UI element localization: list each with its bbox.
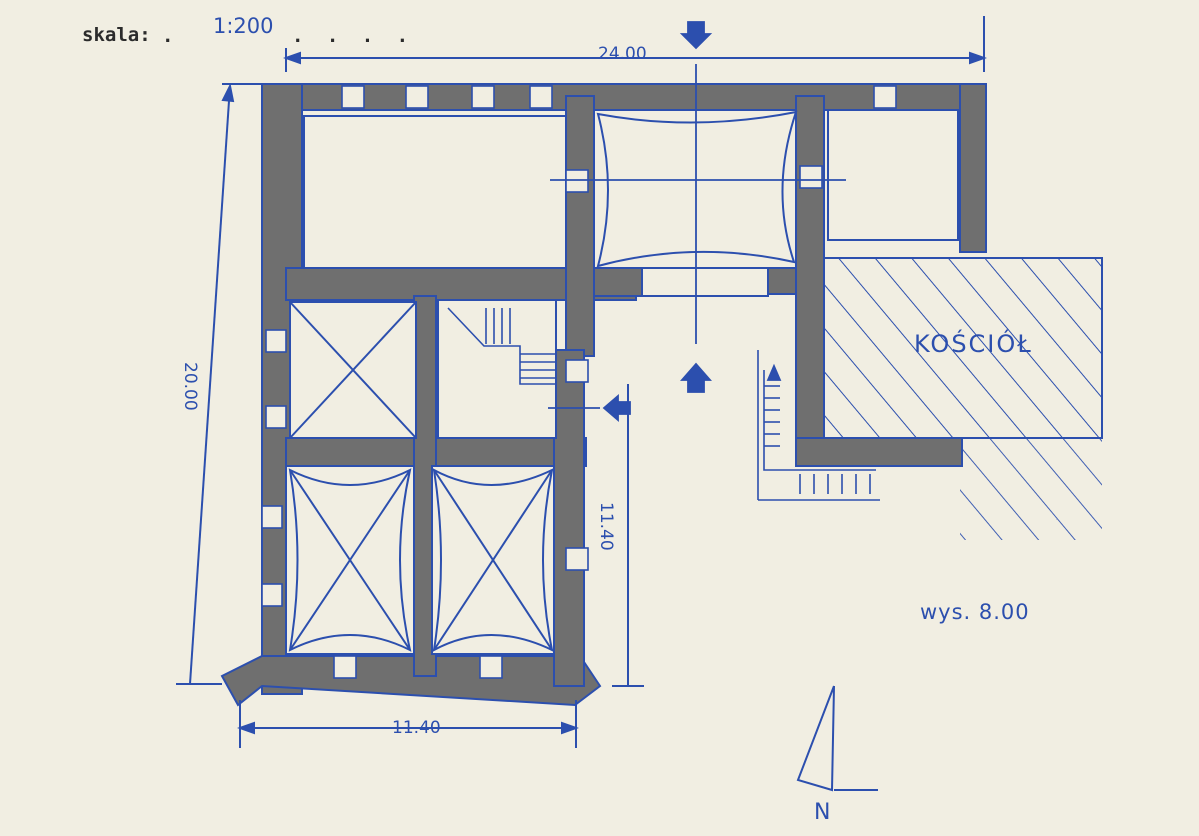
axis-and-arrows [548, 21, 846, 422]
north-arrow-icon [796, 685, 878, 792]
entrance-arrow-top [679, 21, 713, 50]
stairs [447, 307, 880, 501]
dimension-lines [176, 16, 987, 748]
church-area [821, 257, 1103, 540]
scale-dots-before: . [162, 25, 176, 47]
dimension-wing-width: 11.40 [392, 718, 441, 738]
scale-label: skala: [82, 24, 151, 46]
stair-arrow [766, 363, 782, 381]
vault-lines [288, 110, 798, 652]
windows [261, 85, 897, 679]
dimension-total-width: 24.00 [598, 44, 647, 64]
corridor [641, 267, 769, 297]
building-height-label: wys. 8.00 [920, 600, 1030, 624]
dimension-total-height: 20.00 [180, 362, 200, 411]
room-top-right [827, 109, 959, 241]
church-label: KOŚCIÓŁ [914, 330, 1033, 358]
scale-dots-after: . . . . [292, 25, 415, 47]
scale-value: 1:200 [213, 14, 274, 38]
entrance-arrow-side [602, 394, 631, 422]
room-stair [437, 299, 557, 439]
room-vaulted-hall [593, 109, 797, 269]
room-top-left [303, 115, 567, 269]
entrance-arrow-bottom [680, 362, 712, 393]
north-label: N [814, 800, 831, 825]
dimension-wing-height: 11.40 [596, 502, 616, 551]
